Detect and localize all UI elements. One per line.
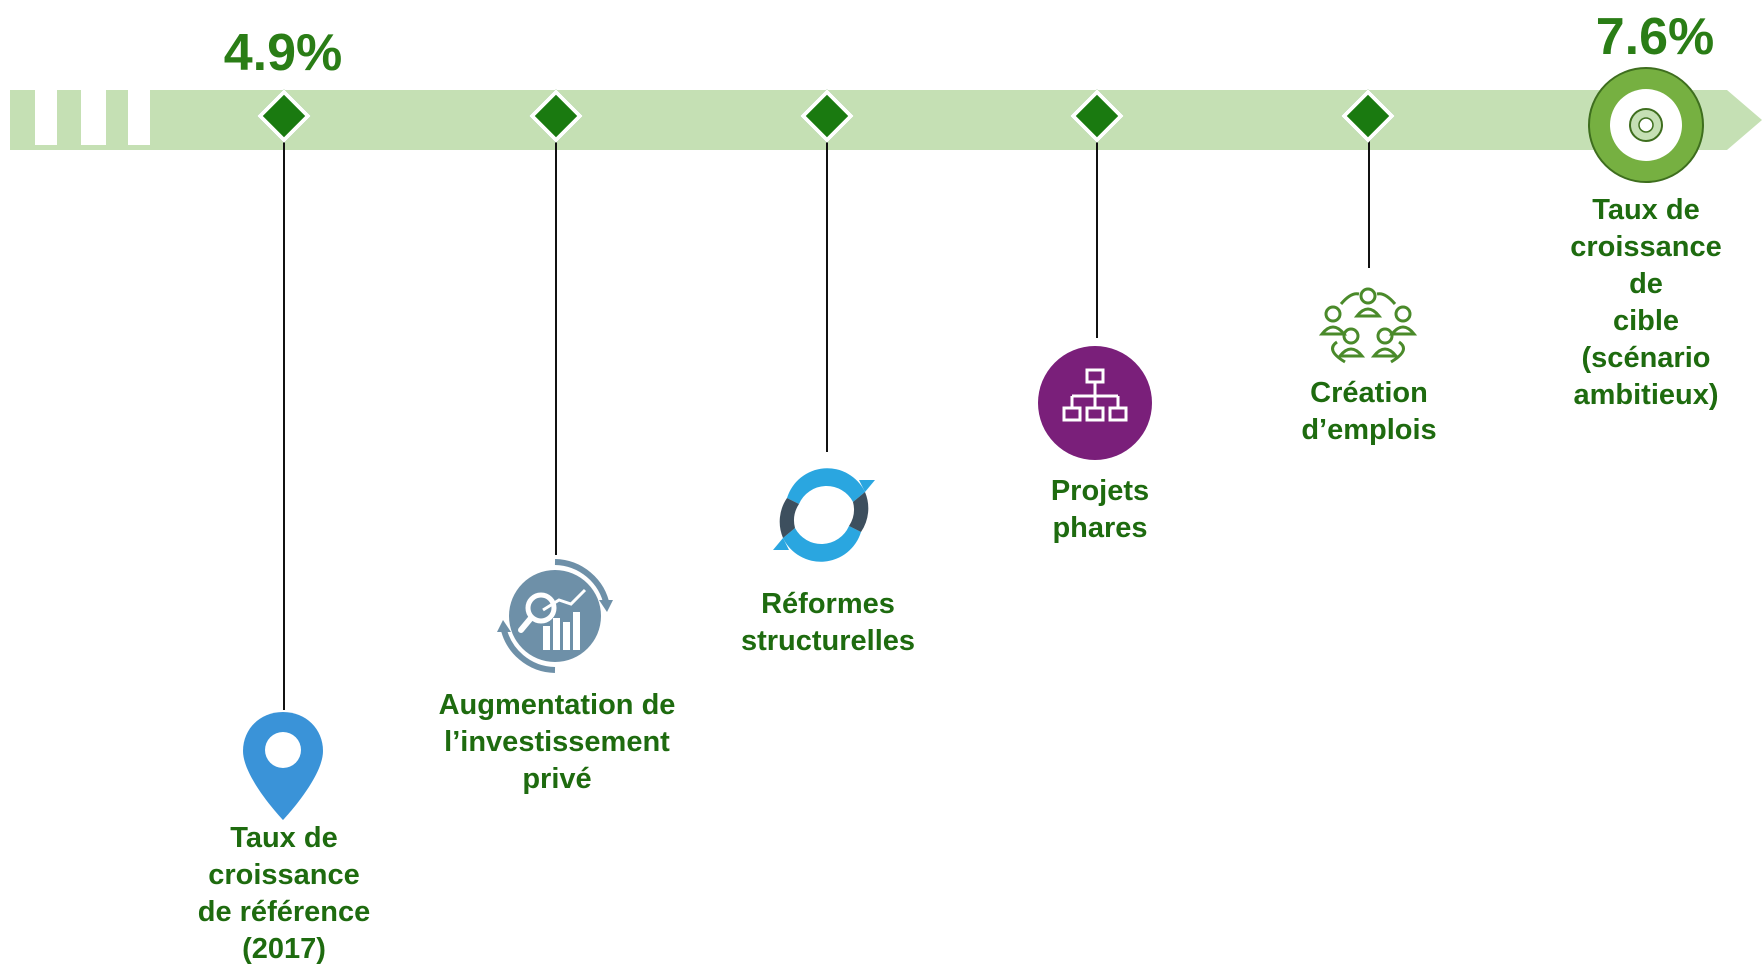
target-percentage: 7.6% bbox=[1595, 8, 1715, 66]
connector-line-3 bbox=[826, 140, 828, 452]
connector-line-4 bbox=[1096, 140, 1098, 338]
connector-line-2 bbox=[555, 140, 557, 555]
milestone-label-2: Augmentation de l’investissement privé bbox=[438, 689, 676, 795]
bar-stripe-1 bbox=[35, 90, 57, 145]
target-icon bbox=[1588, 67, 1704, 183]
bar-stripe-2 bbox=[81, 90, 106, 145]
milestone-label-1: Taux de croissance de référence (2017) bbox=[197, 822, 371, 965]
location-pin-icon bbox=[243, 712, 323, 820]
people-network-icon bbox=[1318, 287, 1418, 364]
timeline-arrow bbox=[10, 90, 1762, 150]
timeline-bar bbox=[10, 90, 1762, 150]
milestone-label-4: Projets phares bbox=[1050, 475, 1150, 544]
connector-line-1 bbox=[283, 140, 285, 710]
bar-stripe-3 bbox=[128, 90, 150, 145]
connector-line-5 bbox=[1368, 140, 1370, 268]
milestone-label-3: Réformes structurelles bbox=[740, 588, 916, 657]
refresh-cycle-icon bbox=[773, 468, 875, 562]
milestone-label-5: Création d’emplois bbox=[1301, 377, 1437, 446]
start-percentage: 4.9% bbox=[223, 24, 343, 82]
org-chart-icon bbox=[1038, 346, 1152, 460]
investment-analytics-icon bbox=[497, 559, 613, 673]
target-label: Taux de croissance de cible (scénario am… bbox=[1570, 194, 1722, 411]
